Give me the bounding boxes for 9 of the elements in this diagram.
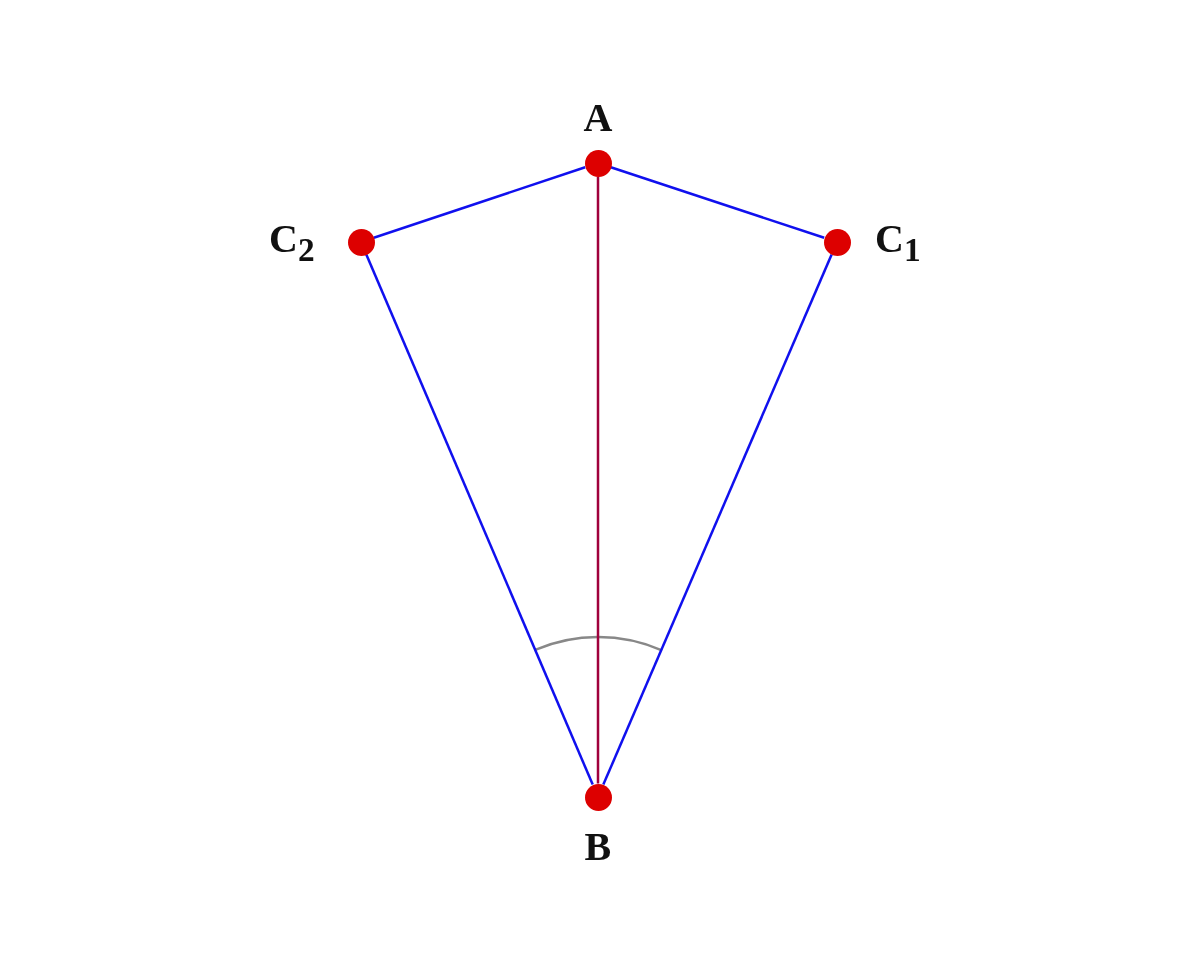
line-segment bbox=[373, 166, 586, 239]
line-segment bbox=[365, 253, 594, 786]
line-segment bbox=[602, 253, 833, 786]
line-segment bbox=[596, 176, 600, 784]
point-label: A bbox=[583, 98, 613, 138]
point-label: B bbox=[584, 827, 612, 867]
point-label: C$_{2}$ bbox=[269, 218, 315, 266]
point-label: C$_{1}$ bbox=[875, 218, 921, 266]
line-segment bbox=[610, 166, 825, 239]
